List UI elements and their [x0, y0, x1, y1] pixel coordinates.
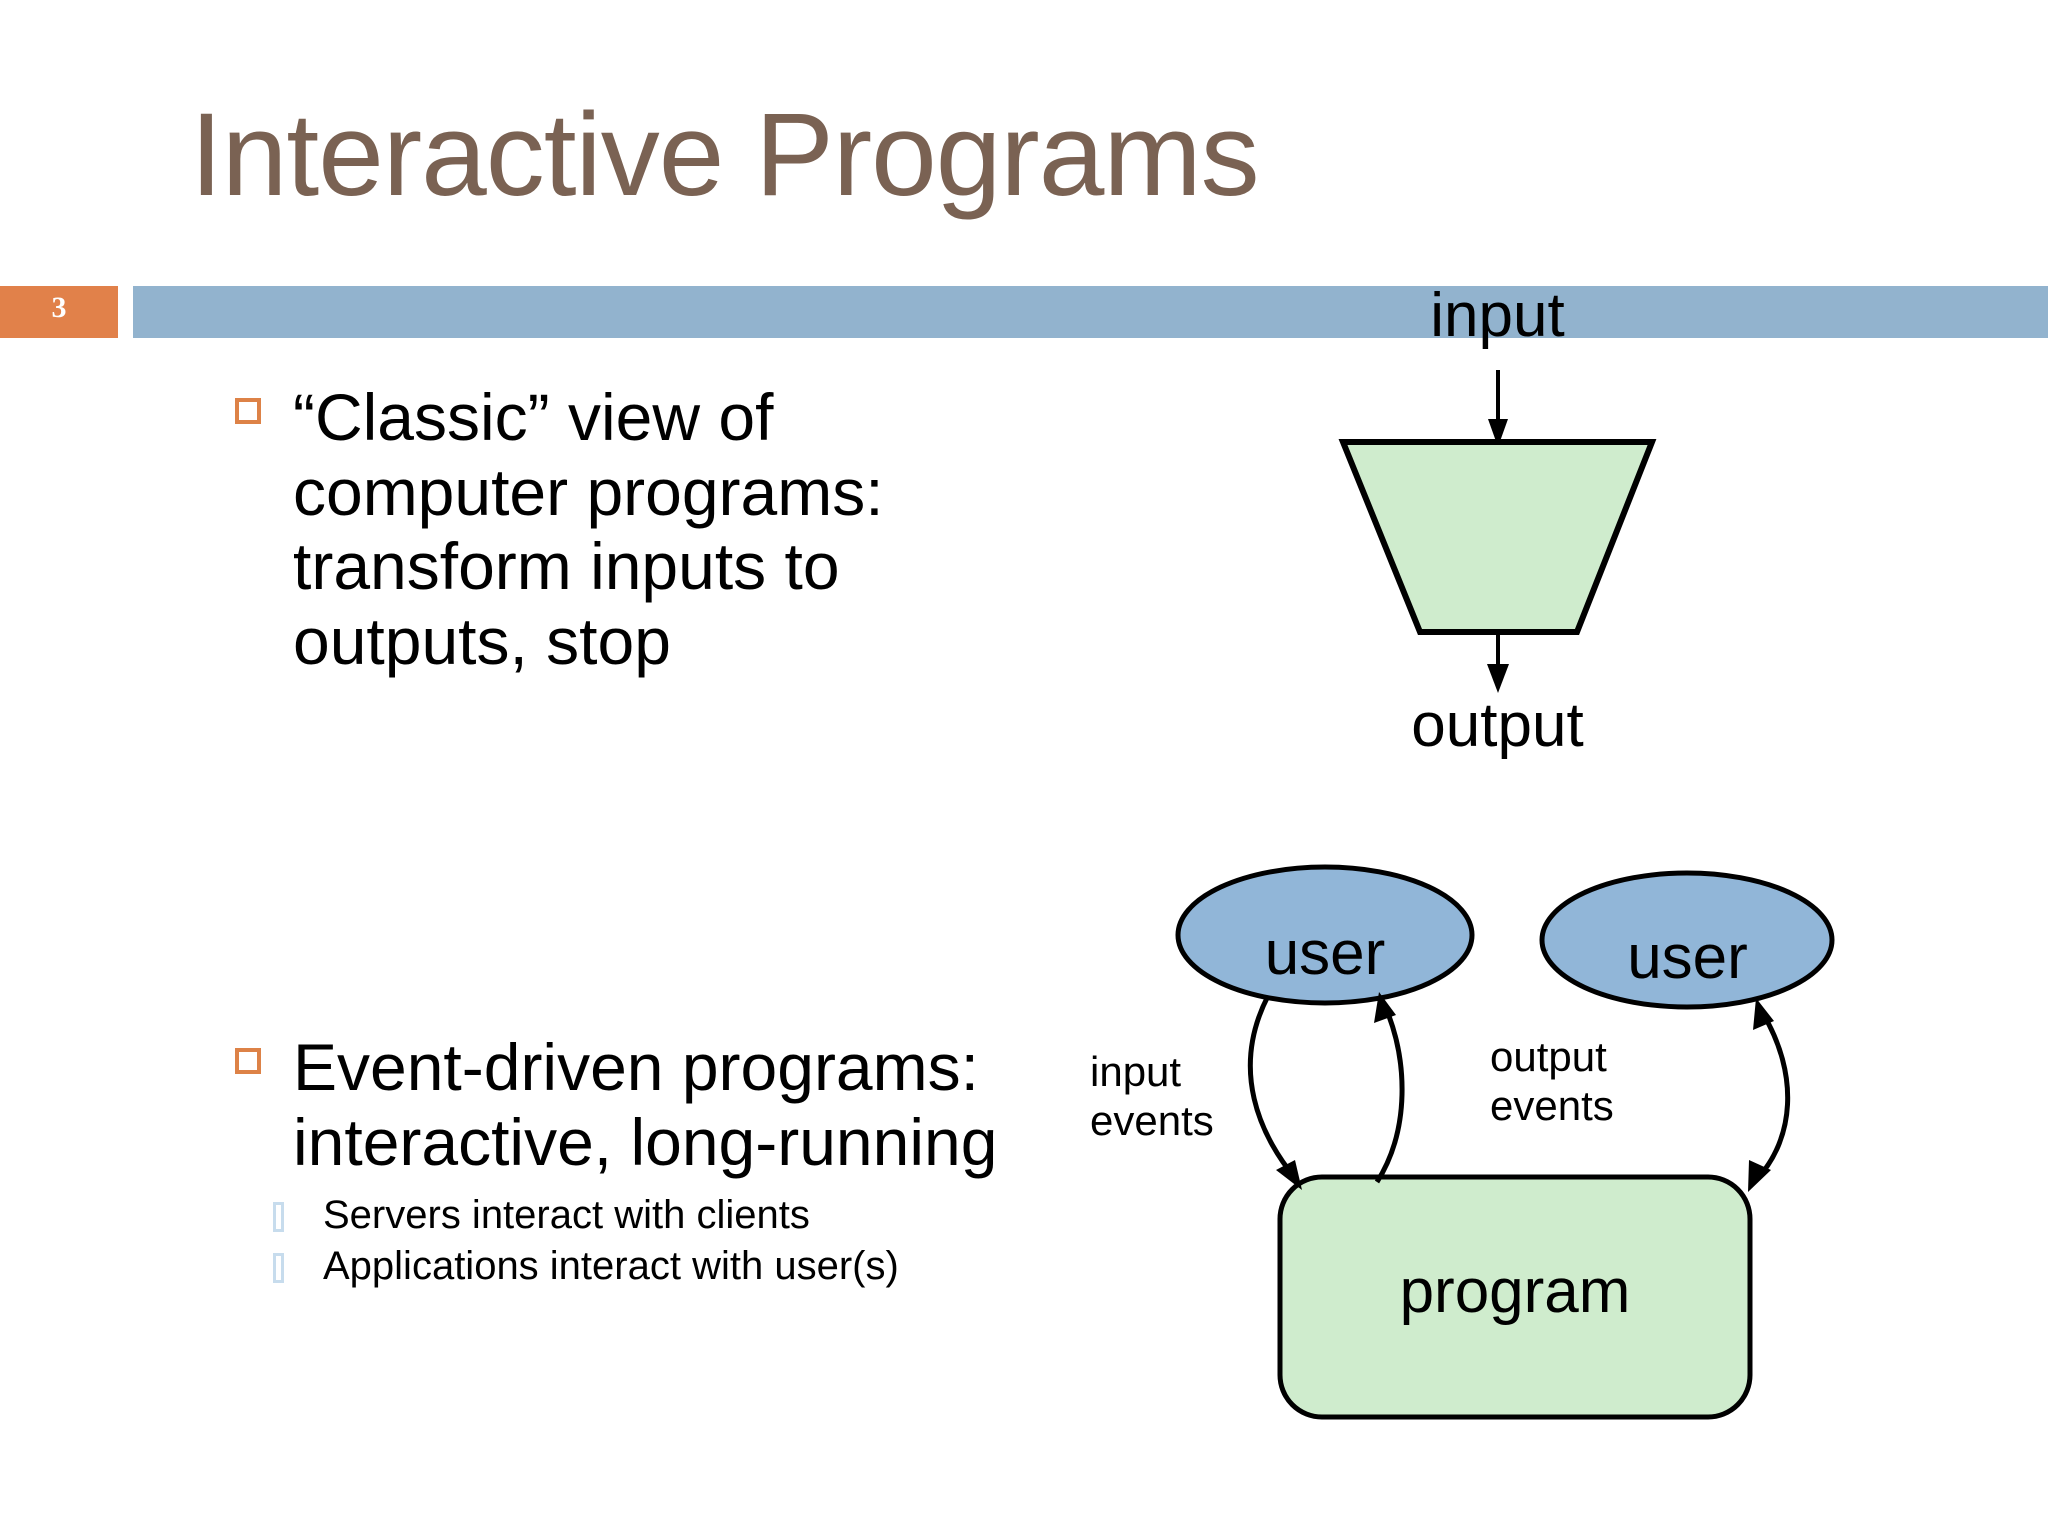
- output-events-arrow-icon: [1374, 992, 1405, 1184]
- input-events-arrow-icon: [1247, 994, 1302, 1190]
- user-ellipse-left: [1175, 864, 1475, 1006]
- sub-bullet-row: Servers interact with clients: [273, 1193, 1075, 1238]
- program-box-shape: [1277, 1174, 1753, 1420]
- slide-number-text: 3: [51, 291, 67, 324]
- sub-bullet-text: Applications interact with user(s): [323, 1243, 899, 1288]
- event-driven-diagram: [1175, 864, 1835, 1420]
- user-ellipse-right: [1539, 870, 1835, 1010]
- user-label-left: user: [1264, 919, 1386, 988]
- page-title: Interactive Programs: [190, 89, 1260, 221]
- output-arrow-icon: [1487, 632, 1509, 693]
- sub-bullet-row: Applications interact with user(s): [273, 1244, 1075, 1289]
- user-label-right: user: [1627, 923, 1748, 992]
- sub-bullet-text: Servers interact with clients: [323, 1193, 810, 1238]
- program-trapezoid-shape: [1338, 439, 1657, 635]
- sub-bullet-list: Servers interact with clients Applicatio…: [273, 1193, 1075, 1289]
- small-square-bullet-icon: [273, 1202, 284, 1233]
- bullet-text: Event-driven programs: interactive, long…: [293, 1030, 998, 1179]
- input-label: input: [1430, 281, 1565, 350]
- header-accent-bar: [133, 286, 2048, 338]
- program-label: program: [1399, 1257, 1631, 1326]
- output-label: output: [1411, 691, 1584, 760]
- bullet-text: “Classic” view of computer programs: tra…: [293, 380, 884, 678]
- bullet-item-1: “Classic” view of computer programs: tra…: [235, 380, 935, 678]
- slide-number-badge: 3: [0, 286, 118, 338]
- output-events-label: output events: [1490, 1033, 1614, 1130]
- input-arrow-icon: [1488, 370, 1508, 447]
- classic-program-diagram: [1338, 370, 1657, 693]
- small-square-bullet-icon: [273, 1252, 284, 1283]
- bullet-row: Event-driven programs: interactive, long…: [235, 1030, 1075, 1179]
- bullet-item-2: Event-driven programs: interactive, long…: [235, 1030, 1075, 1289]
- bullet-row: “Classic” view of computer programs: tra…: [235, 380, 935, 678]
- input-events-label: input events: [1090, 1048, 1214, 1145]
- hollow-square-bullet-icon: [235, 1048, 261, 1074]
- hollow-square-bullet-icon: [235, 398, 261, 424]
- bidirectional-events-arrow-icon: [1748, 998, 1791, 1192]
